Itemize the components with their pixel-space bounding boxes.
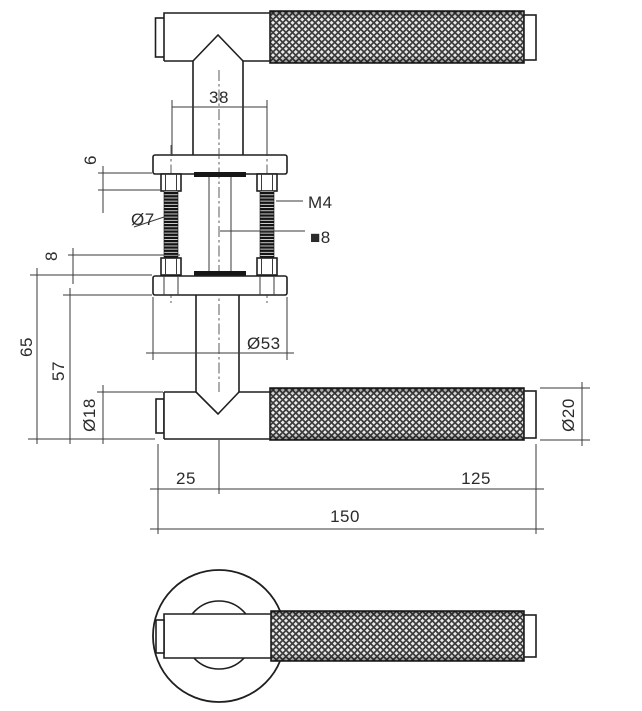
nut-bottom-left (160, 257, 182, 276)
lower-neck-chamfer (195, 391, 240, 416)
dim-height-lever: 57 (49, 288, 152, 444)
fixing-bolt-left (160, 173, 182, 276)
dim-grip-diameter-label: Ø20 (559, 398, 578, 432)
dim-rose-diameter: Ø53 (146, 297, 294, 360)
threaded-rod-left (163, 190, 179, 259)
dim-height-lever-label: 57 (49, 361, 68, 381)
dim-center-offset-label: 25 (176, 469, 196, 488)
knurled-grip (269, 387, 525, 441)
dim-grip-diameter: Ø20 (540, 382, 590, 446)
lever-bar (164, 392, 270, 439)
dim-screw-diameter-label: Ø7 (131, 210, 155, 229)
screw-holes-bottom-plate (163, 276, 275, 295)
dim-screw-thread-label: M4 (308, 193, 333, 212)
dim-height-total: 65 (17, 268, 152, 444)
dim-nut-clearance: 8 (42, 248, 180, 284)
dim-rose-thickness: 6 (81, 155, 160, 213)
front-end-cap-left (155, 619, 165, 654)
dim-spindle-square-label: ■8 (310, 228, 331, 247)
lever-end-cap-left (155, 398, 165, 434)
dim-lever-neck-diameter: Ø18 (28, 385, 163, 444)
lower-neck (195, 295, 240, 392)
dim-spindle-square: ■8 (220, 228, 331, 247)
nut-top-right (256, 173, 278, 192)
upper-knurled-grip (269, 10, 525, 64)
spindle-bearing-bottom (194, 271, 246, 276)
upper-lever-bar-edges (163, 12, 270, 61)
section-view: 38 6 Ø7 M4 ■8 (17, 10, 590, 534)
front-view (152, 569, 537, 703)
upper-lever-end-cap-left (154, 17, 166, 58)
dimensions: 38 6 Ø7 M4 ■8 (17, 88, 590, 534)
upper-lever (154, 10, 537, 155)
spindle-square-shaft (208, 177, 232, 271)
dim-screw-diameter: Ø7 (131, 210, 165, 229)
dim-height-total-label: 65 (17, 337, 36, 357)
rose-assembly (152, 70, 288, 440)
dim-screw-thread: M4 (276, 193, 333, 212)
front-lever-bar (164, 614, 271, 658)
dim-rose-diameter-label: Ø53 (247, 334, 281, 353)
dim-lever-neck-diameter-label: Ø18 (80, 398, 99, 432)
spindle-bearing-top (194, 172, 246, 177)
upper-neck-chamfer (192, 33, 244, 62)
dim-screw-spacing-label: 38 (209, 88, 229, 107)
lever-end-cap-right (523, 390, 537, 439)
nut-top-left (160, 173, 182, 192)
dim-screw-spacing: 38 (171, 88, 268, 156)
dim-lever-length-label: 150 (330, 507, 360, 526)
lever-bar-edges (163, 391, 270, 440)
front-end-cap-right (523, 614, 537, 658)
upper-lever-end-cap-right (523, 14, 537, 61)
threaded-rod-right (259, 190, 275, 259)
front-knurled-grip (270, 610, 525, 662)
dim-lengths: 25 125 150 (150, 440, 544, 534)
rose-plate-bottom (152, 275, 288, 296)
dim-grip-length-label: 125 (461, 469, 491, 488)
fixing-bolt-right (256, 173, 278, 276)
dim-rose-thickness-label: 6 (81, 155, 100, 165)
nut-bottom-right (256, 257, 278, 276)
dim-nut-clearance-label: 8 (42, 251, 61, 261)
upper-neck (192, 61, 244, 155)
lower-lever (155, 387, 537, 441)
